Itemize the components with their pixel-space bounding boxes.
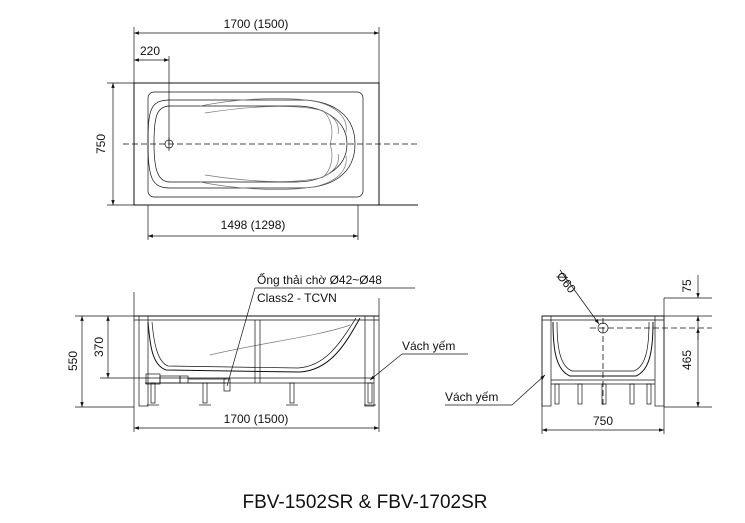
side-apron-label: Vách yếm (402, 339, 455, 353)
drain-pipe-label: Ống thải chờ Ø42~Ø48 (257, 272, 382, 287)
side-feet (147, 382, 376, 406)
dim-total-height: 550 (66, 351, 80, 371)
dim-inner-length: 1498 (1298) (221, 218, 286, 232)
dim-drain-offset: 220 (140, 44, 160, 58)
dim-overall-length: 1700 (1500) (224, 17, 289, 31)
drain-assembly (145, 373, 231, 392)
dim-top-offset: 75 (680, 279, 694, 293)
dim-side-length: 1700 (1500) (224, 412, 289, 426)
side-view: 550 370 1700 (1500) (66, 272, 468, 432)
side-basin-profile (147, 317, 361, 373)
dim-width: 750 (94, 134, 108, 154)
dim-pipe-height: 465 (680, 350, 694, 370)
end-feet (554, 383, 652, 405)
drawing-title: FBV-1502SR & FBV-1702SR (242, 492, 487, 513)
dim-inner-height: 370 (92, 337, 106, 357)
top-view: 1700 (1500) 220 750 1498 (1298) (94, 17, 420, 240)
end-view: 75 465 750 Ø60 Vách yếm (445, 269, 712, 434)
dim-end-width: 750 (593, 414, 613, 428)
end-apron-label: Vách yếm (445, 390, 498, 404)
class-label: Class2 - TCVN (257, 291, 337, 305)
pipe-diameter-label: Ø60 (554, 269, 579, 296)
